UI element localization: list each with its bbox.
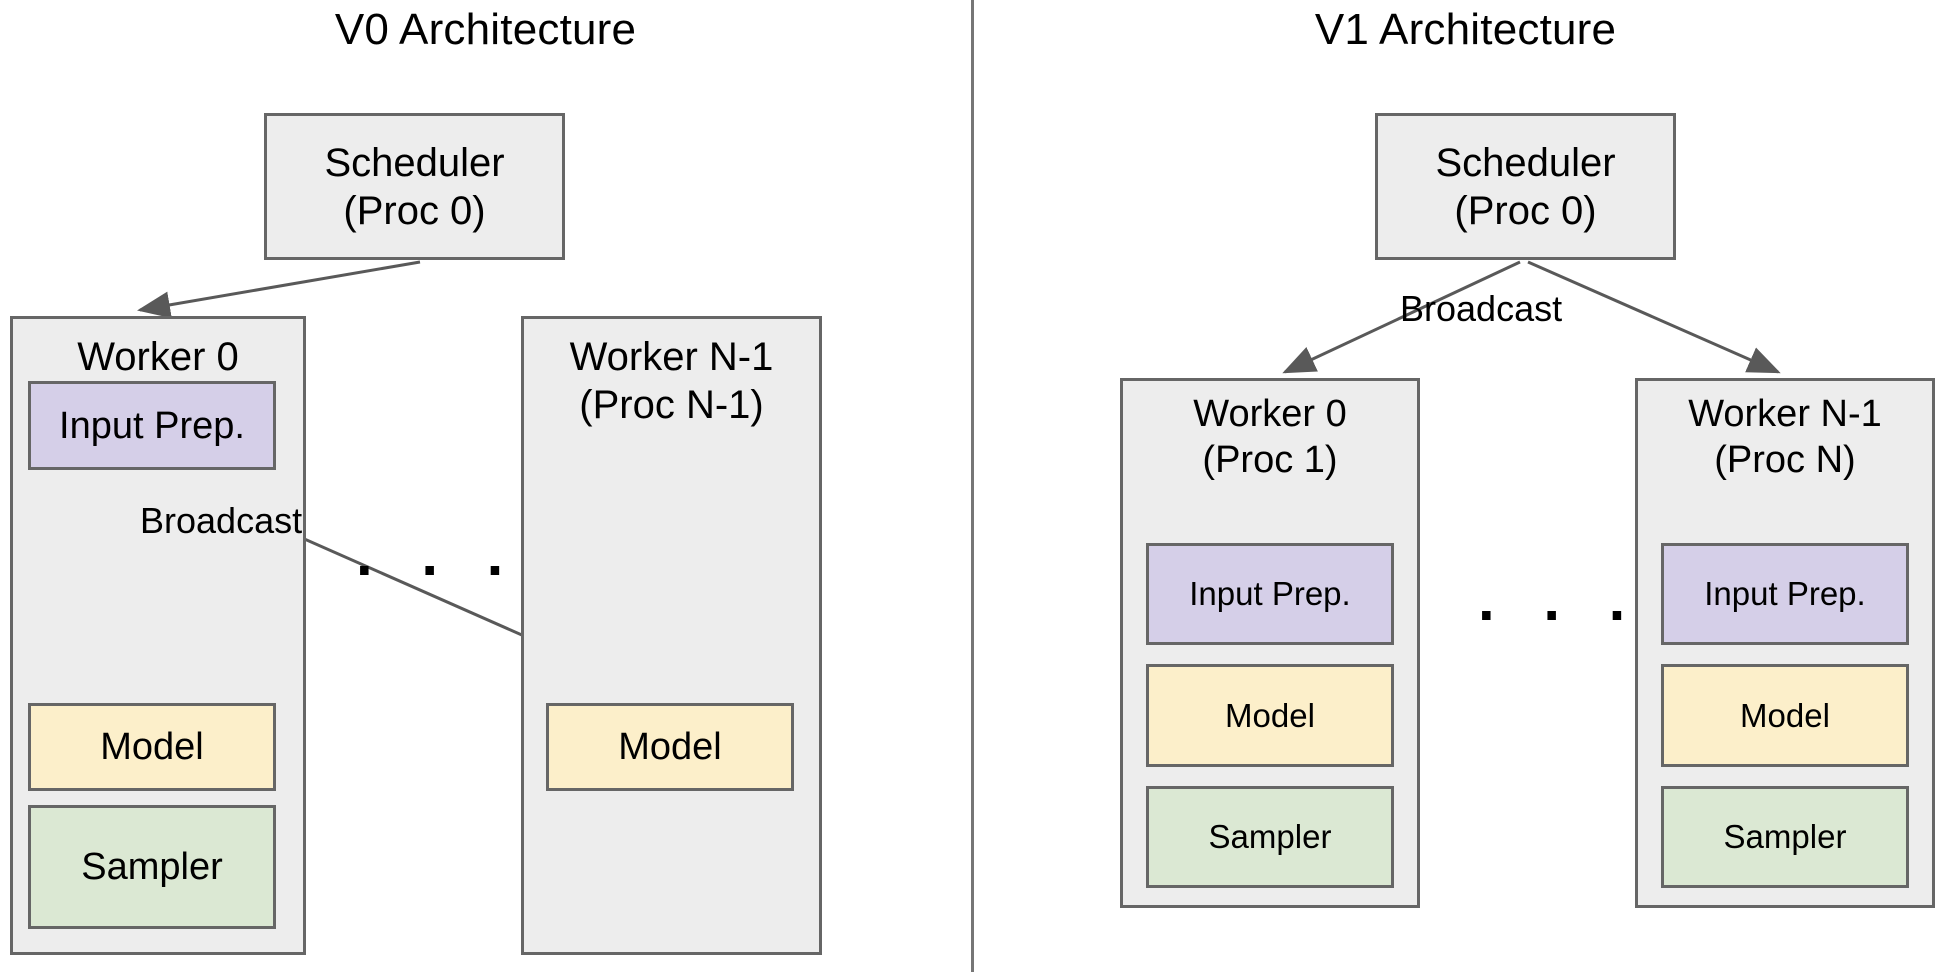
v1-worker0-sampler[interactable]: Sampler — [1146, 786, 1394, 888]
v1-worker0-input-prep-label: Input Prep. — [1189, 575, 1351, 612]
v0-workerN-model-label: Model — [618, 726, 722, 768]
v0-workerN-box[interactable]: Worker N-1 (Proc N-1) — [521, 316, 822, 955]
v1-ellipsis: . . . — [1478, 566, 1642, 633]
v1-workerN-input-prep[interactable]: Input Prep. — [1661, 543, 1909, 645]
v1-workerN-model-label: Model — [1740, 696, 1830, 734]
v0-worker0-sampler[interactable]: Sampler — [28, 805, 276, 929]
v0-broadcast-label: Broadcast — [140, 500, 303, 541]
v0-worker0-model-label: Model — [100, 726, 204, 768]
v1-worker0-label: Worker 0 (Proc 1) — [1193, 393, 1347, 481]
arrow-v0-scheduler-to-worker0 — [137, 260, 421, 319]
v1-worker0-model[interactable]: Model — [1146, 664, 1394, 767]
v1-workerN-sampler[interactable]: Sampler — [1661, 786, 1909, 888]
v1-workerN-label: Worker N-1 (Proc N) — [1688, 393, 1882, 481]
arrow-v1-scheduler-to-workerN — [1527, 260, 1781, 374]
v0-worker0-input-prep[interactable]: Input Prep. — [28, 381, 276, 470]
v1-scheduler-label: Scheduler (Proc 0) — [1435, 140, 1616, 233]
panel-title-v1: V1 Architecture — [1314, 5, 1617, 54]
v1-worker0-model-label: Model — [1225, 696, 1315, 734]
v0-worker0-sampler-label: Sampler — [81, 846, 223, 888]
v1-broadcast-label: Broadcast — [1400, 288, 1563, 329]
v1-workerN-model[interactable]: Model — [1661, 664, 1909, 767]
panel-title-v0: V0 Architecture — [334, 5, 637, 54]
v1-worker0-input-prep[interactable]: Input Prep. — [1146, 543, 1394, 645]
v0-ellipsis: . . . — [356, 521, 520, 588]
v0-worker0-model[interactable]: Model — [28, 703, 276, 791]
v1-worker0-sampler-label: Sampler — [1208, 818, 1332, 855]
panel-divider — [971, 0, 974, 972]
v1-scheduler-box[interactable]: Scheduler (Proc 0) — [1375, 113, 1676, 260]
v1-workerN-input-prep-label: Input Prep. — [1704, 575, 1866, 612]
v0-workerN-label: Worker N-1 (Proc N-1) — [569, 335, 774, 427]
v0-workerN-model[interactable]: Model — [546, 703, 794, 791]
v1-workerN-sampler-label: Sampler — [1723, 818, 1847, 855]
v0-worker0-input-prep-label: Input Prep. — [59, 404, 245, 447]
v0-scheduler-label: Scheduler (Proc 0) — [324, 140, 505, 233]
v0-scheduler-box[interactable]: Scheduler (Proc 0) — [264, 113, 565, 260]
